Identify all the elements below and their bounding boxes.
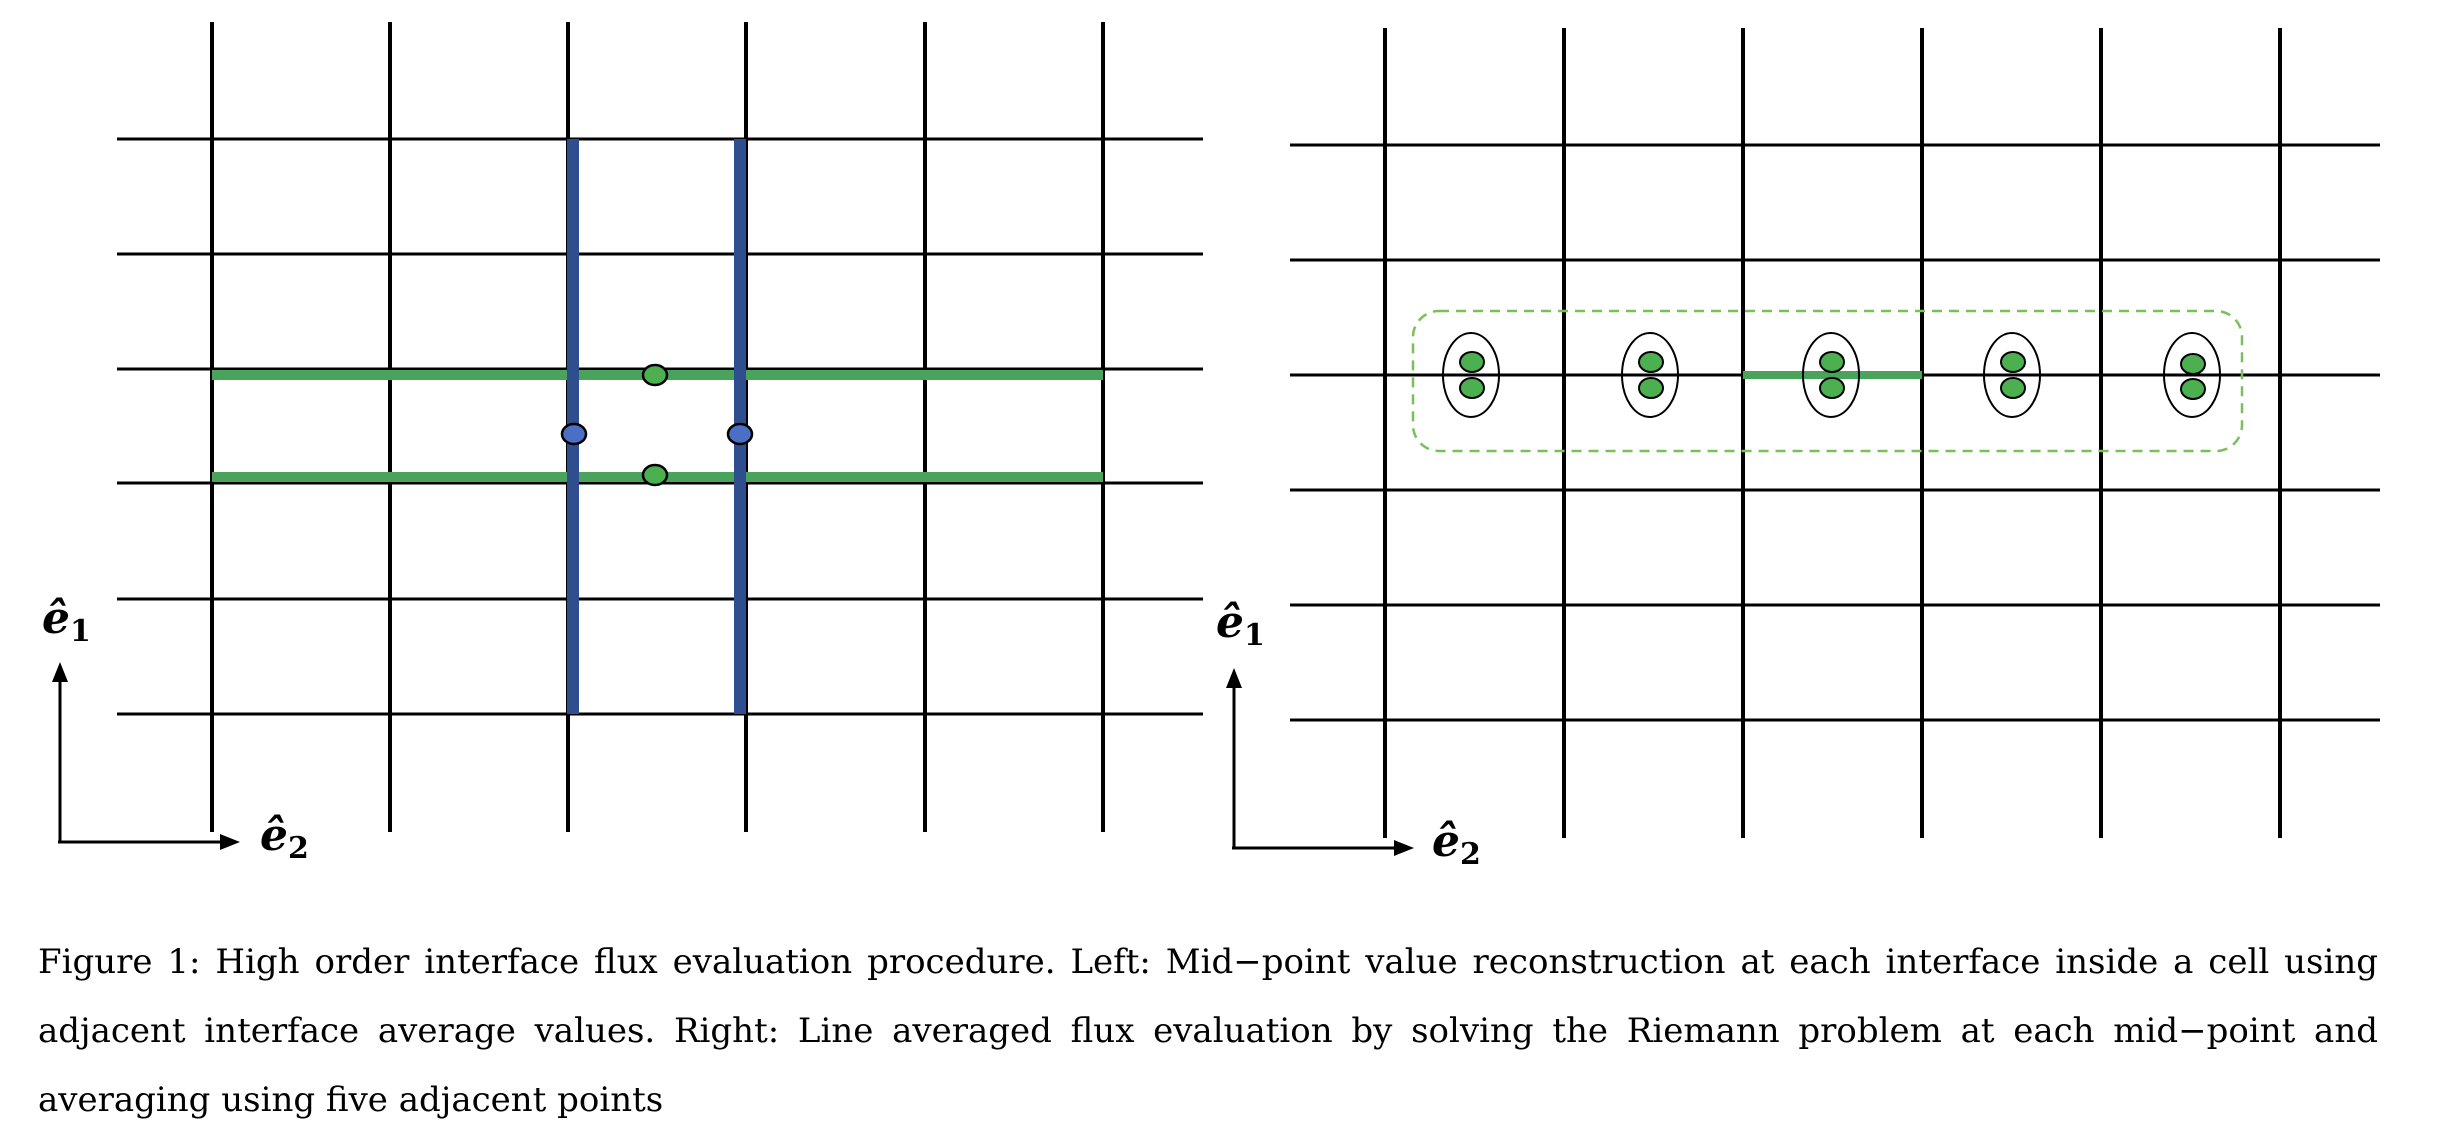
axis-e1-label: ê1 — [42, 593, 91, 649]
axis-e2-label: ê2 — [260, 810, 309, 866]
green-point — [1638, 351, 1664, 373]
axis-e2-arrowhead — [220, 834, 240, 850]
point-group-outline — [1802, 332, 1860, 418]
green-point — [1819, 351, 1845, 373]
axis-e2-arrowhead — [1394, 840, 1414, 856]
point-group — [2163, 332, 2221, 418]
gauss-point-groups — [1442, 332, 2221, 418]
green-point — [1459, 351, 1485, 373]
green-point — [2180, 353, 2206, 375]
point-group — [1983, 332, 2041, 418]
figure-caption: Figure 1: High order interface flux eval… — [38, 942, 2378, 1120]
left-panel: ê1 ê2 — [42, 22, 1203, 866]
axis-e1-arrowhead — [52, 662, 68, 682]
point-group-outline — [1621, 332, 1679, 418]
averaging-stencil-box — [1411, 309, 2244, 453]
left-grid-horizontal-lines — [117, 137, 1203, 716]
green-point — [2180, 378, 2206, 400]
green-midpoint-top — [641, 363, 669, 387]
green-point — [2000, 377, 2026, 399]
left-grid-vertical-lines — [210, 22, 1105, 832]
point-group — [1802, 332, 1860, 418]
axis-e1-label: ê1 — [1216, 597, 1265, 653]
blue-midpoint-right — [726, 422, 754, 446]
axis-e2-label: ê2 — [1432, 816, 1481, 872]
left-midpoints — [560, 363, 754, 487]
point-group-outline — [1983, 332, 2041, 418]
right-grid-vertical-lines — [1383, 28, 2282, 838]
right-grid-horizontal-lines — [1290, 143, 2380, 722]
green-point — [2000, 351, 2026, 373]
point-group — [1621, 332, 1679, 418]
blue-midpoint-left — [560, 422, 588, 446]
left-highlighted-interfaces — [212, 139, 1103, 714]
axis-e1-arrowhead — [1226, 668, 1242, 688]
right-panel: ê1 ê2 — [1216, 28, 2380, 872]
point-group — [1442, 332, 1500, 418]
green-point — [1638, 377, 1664, 399]
green-point — [1819, 377, 1845, 399]
green-point — [1459, 377, 1485, 399]
right-axes: ê1 ê2 — [1216, 597, 1481, 872]
left-axes: ê1 ê2 — [42, 593, 309, 866]
point-group-outline — [1442, 332, 1500, 418]
green-midpoint-bottom — [641, 463, 669, 487]
figure-diagram: ê1 ê2 — [42, 22, 2380, 872]
point-group-outline — [2163, 332, 2221, 418]
